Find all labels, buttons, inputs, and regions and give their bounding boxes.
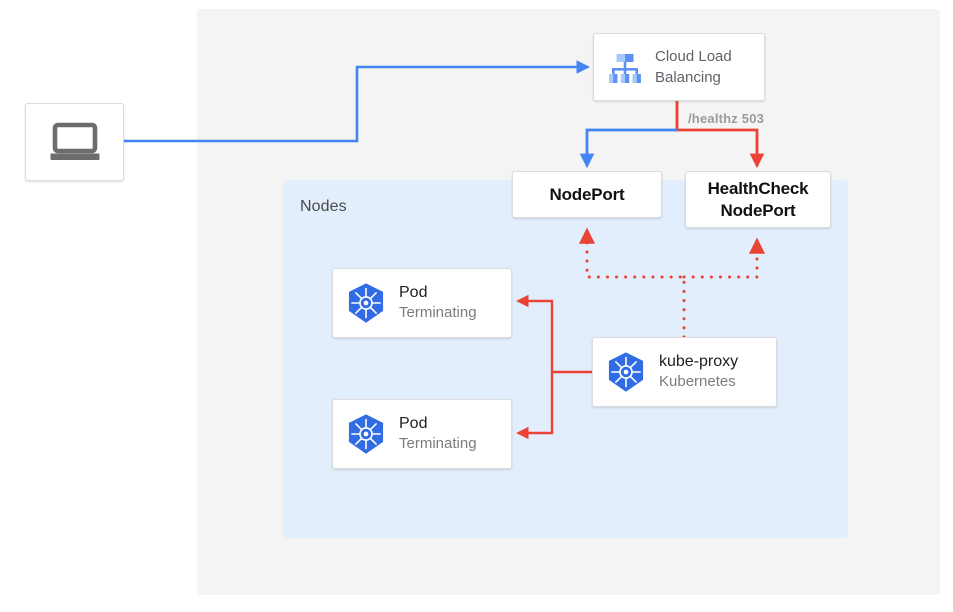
kube-proxy-subtitle: Kubernetes	[659, 373, 736, 390]
healthcheck-nodeport-label: HealthCheck NodePort	[708, 178, 809, 222]
kubernetes-icon	[348, 283, 384, 323]
kubernetes-icon	[608, 352, 644, 392]
cloud-load-balancing-line-2: Balancing	[655, 69, 721, 86]
pod-2-title: Pod	[399, 415, 428, 432]
healthcheck-nodeport-card[interactable]: HealthCheck NodePort	[685, 171, 831, 228]
kube-proxy-card[interactable]: kube-proxy Kubernetes	[592, 337, 777, 407]
kubernetes-icon	[348, 414, 384, 454]
nodeport-card[interactable]: NodePort	[512, 171, 662, 218]
pod-card-2[interactable]: Pod Terminating	[332, 399, 512, 469]
cloud-load-balancing-line-1: Cloud Load	[655, 48, 732, 65]
kube-proxy-text: kube-proxy Kubernetes	[659, 352, 738, 392]
healthz-edge-label: /healthz 503	[688, 111, 765, 126]
healthcheck-nodeport-line-2: NodePort	[720, 200, 796, 220]
kube-proxy-title: kube-proxy	[659, 353, 739, 370]
cloud-load-balancing-label: Cloud Load Balancing	[655, 46, 732, 88]
pod-2-status: Terminating	[399, 435, 477, 452]
pod-1-title: Pod	[399, 284, 428, 301]
client-device-card[interactable]	[25, 103, 124, 181]
pod-1-status: Terminating	[399, 304, 477, 321]
pod-1-text: Pod Terminating	[399, 283, 477, 323]
pod-card-1[interactable]: Pod Terminating	[332, 268, 512, 338]
nodes-panel-label: Nodes	[300, 198, 347, 215]
nodeport-label: NodePort	[549, 184, 625, 204]
pod-2-text: Pod Terminating	[399, 414, 477, 454]
laptop-icon	[50, 122, 99, 160]
cloud-load-balancing-card[interactable]: Cloud Load Balancing	[593, 33, 765, 101]
healthcheck-nodeport-line-1: HealthCheck	[707, 178, 809, 198]
cloud-load-balancing-icon	[609, 54, 641, 83]
